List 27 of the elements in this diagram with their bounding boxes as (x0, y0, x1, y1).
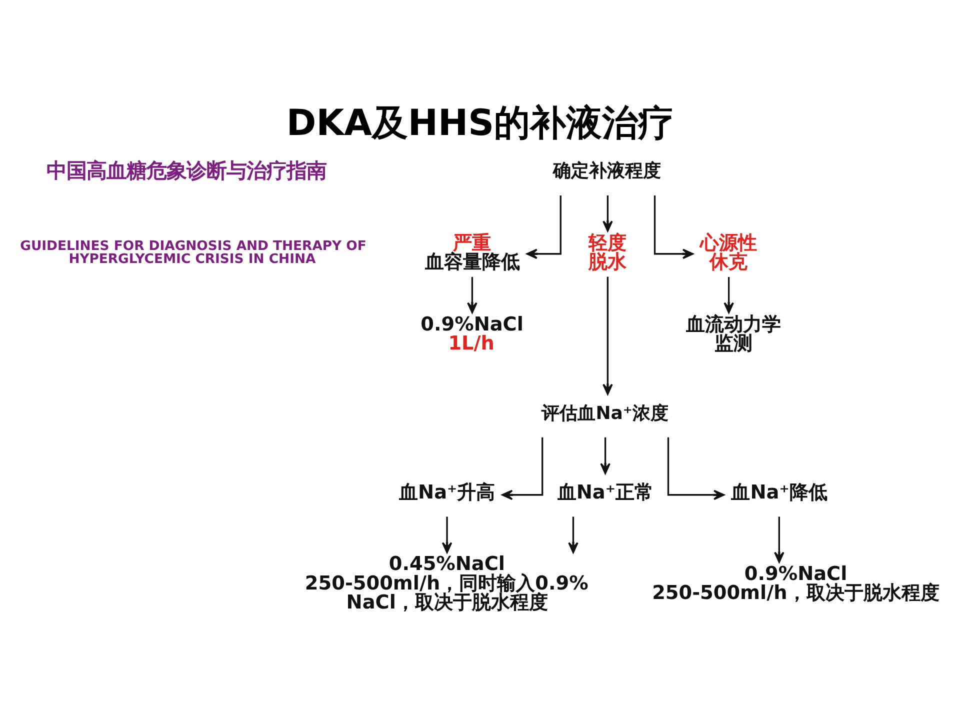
node-text: 血流动力学监测 (686, 312, 782, 355)
arrow (502, 437, 544, 500)
arrow (774, 516, 784, 563)
arrow (602, 276, 613, 395)
node-text: 血Na⁺降低 (731, 480, 828, 504)
node-text: 0.45%NaCl 250-500ml/h，同时输入0.9% NaCl，取决于脱水程度 (304, 552, 588, 614)
node-text: 血Na⁺正常 (557, 480, 654, 504)
arrow (442, 516, 452, 554)
node-text: 评估血Na⁺浓度 (542, 402, 668, 424)
node-text: 确定补液程度 (553, 160, 662, 182)
arrow (568, 516, 578, 554)
diagram-title: DKA及HHS的补液治疗 (286, 103, 674, 144)
label: GUIDELINES FOR DIAGNOSIS AND THERAPY OF HYPERGLYCEMIC CRISIS IN CHINA (20, 239, 366, 268)
arrow (667, 437, 725, 500)
arrow (654, 196, 694, 260)
arrow (526, 196, 562, 260)
node-text: 心源性休克 (700, 230, 758, 274)
node-text: 0.9%NaCl 1L/h (420, 312, 524, 355)
label: 中国高血糖危象诊断与治疗指南 (46, 158, 327, 182)
arrow (467, 277, 478, 314)
node-text: 0.9%NaCl 250-500ml/h，取决于脱水程度 (652, 562, 940, 604)
node-text: 严重 血容量降低 (424, 230, 520, 274)
arrow (600, 437, 610, 474)
node-text: 轻度脱水 (588, 230, 627, 274)
arrow (602, 196, 613, 232)
node-text: 血Na⁺升高 (399, 480, 496, 504)
arrow (724, 277, 734, 314)
